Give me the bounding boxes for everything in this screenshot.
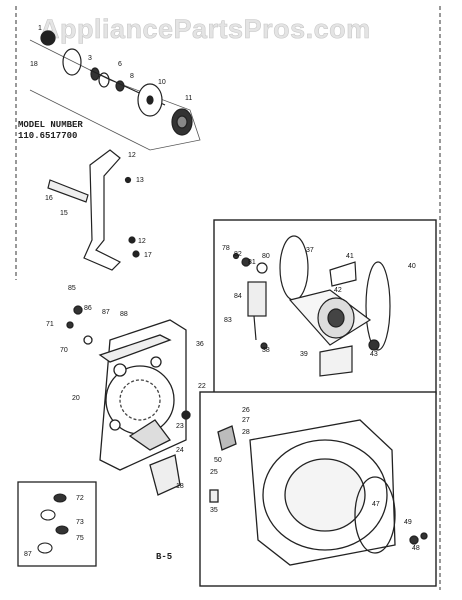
callout-22: 22 (198, 383, 206, 390)
callout-49: 49 (404, 519, 412, 526)
callout-38: 38 (262, 347, 270, 354)
callout-18: 18 (30, 61, 38, 68)
callout-35: 35 (210, 507, 218, 514)
callout-42: 42 (334, 287, 342, 294)
callout-48: 48 (412, 545, 420, 552)
motor-callouts: 78 82 81 80 37 41 40 84 83 42 38 39 43 (222, 245, 416, 358)
callout-16: 16 (45, 195, 53, 202)
callout-20: 20 (72, 395, 80, 402)
callout-75: 75 (76, 535, 84, 542)
inset-callouts: 72 73 75 87 (24, 495, 84, 558)
callout-17: 17 (144, 252, 152, 259)
callout-26: 26 (242, 407, 250, 414)
callout-39: 39 (300, 351, 308, 358)
callout-15: 15 (60, 210, 68, 217)
callout-23: 23 (176, 423, 184, 430)
callout-25: 25 (210, 469, 218, 476)
bulkhead-callouts: 85 86 87 88 71 70 36 20 23 24 18 (46, 285, 204, 490)
callout-78: 78 (222, 245, 230, 252)
callout-87b: 87 (24, 551, 32, 558)
callout-6: 6 (118, 61, 122, 68)
callout-84: 84 (234, 293, 242, 300)
motor-box: 78 82 81 80 37 41 40 84 83 42 38 39 43 (213, 219, 437, 395)
model-label: MODEL NUMBER (18, 120, 83, 130)
callout-40: 40 (408, 263, 416, 270)
callout-12: 12 (128, 152, 136, 159)
duct-callouts: 12 13 16 15 12 17 (45, 152, 152, 259)
callout-50: 50 (214, 457, 222, 464)
callout-70: 70 (60, 347, 68, 354)
callout-80: 80 (262, 253, 270, 260)
callout-24: 24 (176, 447, 184, 454)
callout-88: 88 (120, 311, 128, 318)
callout-71: 71 (46, 321, 54, 328)
callout-1: 1 (38, 25, 42, 32)
callout-28: 28 (242, 429, 250, 436)
blower-callouts: 1 18 3 6 8 10 11 (30, 25, 192, 102)
callout-82: 82 (234, 251, 242, 258)
callout-85: 85 (68, 285, 76, 292)
callout-73: 73 (76, 519, 84, 526)
callout-81: 81 (248, 259, 256, 266)
callout-41: 41 (346, 253, 354, 260)
callout-37: 37 (306, 247, 314, 254)
model-number: 110.6517700 (18, 131, 78, 141)
bulkhead (66, 305, 191, 496)
callout-72: 72 (76, 495, 84, 502)
drum-box: 22 26 27 28 50 25 35 47 49 48 (198, 383, 437, 587)
callout-10: 10 (158, 79, 166, 86)
callout-36: 36 (196, 341, 204, 348)
callout-8: 8 (130, 73, 134, 80)
callout-11: 11 (185, 95, 192, 102)
callout-3: 3 (88, 55, 92, 62)
callout-13: 13 (136, 177, 144, 184)
drum-callouts: 22 26 27 28 50 25 35 47 49 48 (198, 383, 420, 552)
blower-assembly (29, 30, 201, 151)
callout-86: 86 (84, 305, 92, 312)
callout-83: 83 (224, 317, 232, 324)
callout-12b: 12 (138, 238, 146, 245)
callout-87: 87 (102, 309, 110, 316)
callout-18b: 18 (176, 483, 184, 490)
callout-47: 47 (372, 501, 380, 508)
callout-27: 27 (242, 417, 250, 424)
inset-box: 72 73 75 87 (17, 481, 97, 567)
watermark: AppliancePartsPros.com (40, 14, 371, 45)
page-code: B-5 (156, 552, 173, 562)
callout-43: 43 (370, 351, 378, 358)
exhaust-duct (47, 149, 140, 271)
